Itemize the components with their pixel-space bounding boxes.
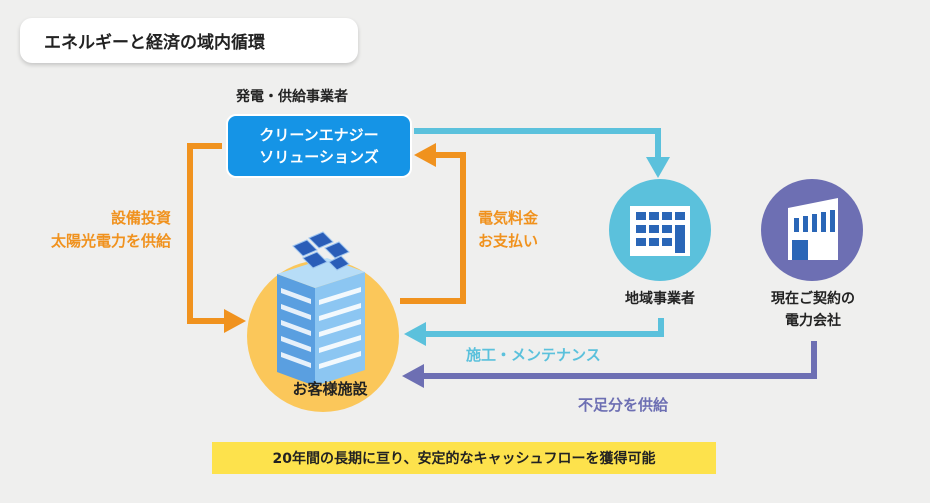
power-company-line2: 電力会社	[785, 313, 841, 329]
supplier-box: クリーンエナジー ソリューションズ	[226, 114, 412, 178]
customer-building-icon	[247, 231, 399, 412]
banner-text: 20年間の長期に亘り、安定的なキャッシュフローを獲得可能	[272, 451, 656, 467]
power-company-label: 現在ご契約の 電力会社	[752, 288, 874, 332]
power-company-line1: 現在ご契約の	[771, 291, 855, 307]
investment-line1: 設備投資	[110, 209, 171, 227]
page-title: エネルギーと経済の域内循環	[44, 33, 265, 53]
payment-line2: お支払い	[478, 232, 539, 250]
power-company-icon	[761, 179, 863, 281]
shortage-label: 不足分を供給	[578, 396, 669, 414]
purple-arrow	[402, 341, 817, 388]
orange-right-arrow	[400, 143, 466, 304]
investment-line2: 太陽光電力を供給	[50, 232, 171, 250]
orange-left-arrow	[187, 143, 246, 333]
supplier-name-line2: ソリューションズ	[259, 148, 379, 166]
payment-line1: 電気料金	[478, 209, 539, 227]
local-business-label: 地域事業者	[625, 291, 695, 307]
maintenance-label: 施工・メンテナンス	[466, 346, 601, 364]
payment-label: 電気料金 お支払い	[478, 207, 538, 253]
customer-label: お客様施設	[292, 380, 368, 398]
blue-top-arrow	[414, 128, 670, 178]
bottom-banner: 20年間の長期に亘り、安定的なキャッシュフローを獲得可能	[212, 442, 716, 474]
supplier-name-line1: クリーンエナジー	[259, 126, 379, 144]
local-business-icon	[609, 179, 711, 281]
investment-label: 設備投資 太陽光電力を供給	[16, 207, 171, 253]
supplier-role-label: 発電・供給事業者	[236, 89, 348, 105]
blue-bottom-arrow	[404, 318, 664, 346]
title-badge: エネルギーと経済の域内循環	[20, 18, 358, 63]
